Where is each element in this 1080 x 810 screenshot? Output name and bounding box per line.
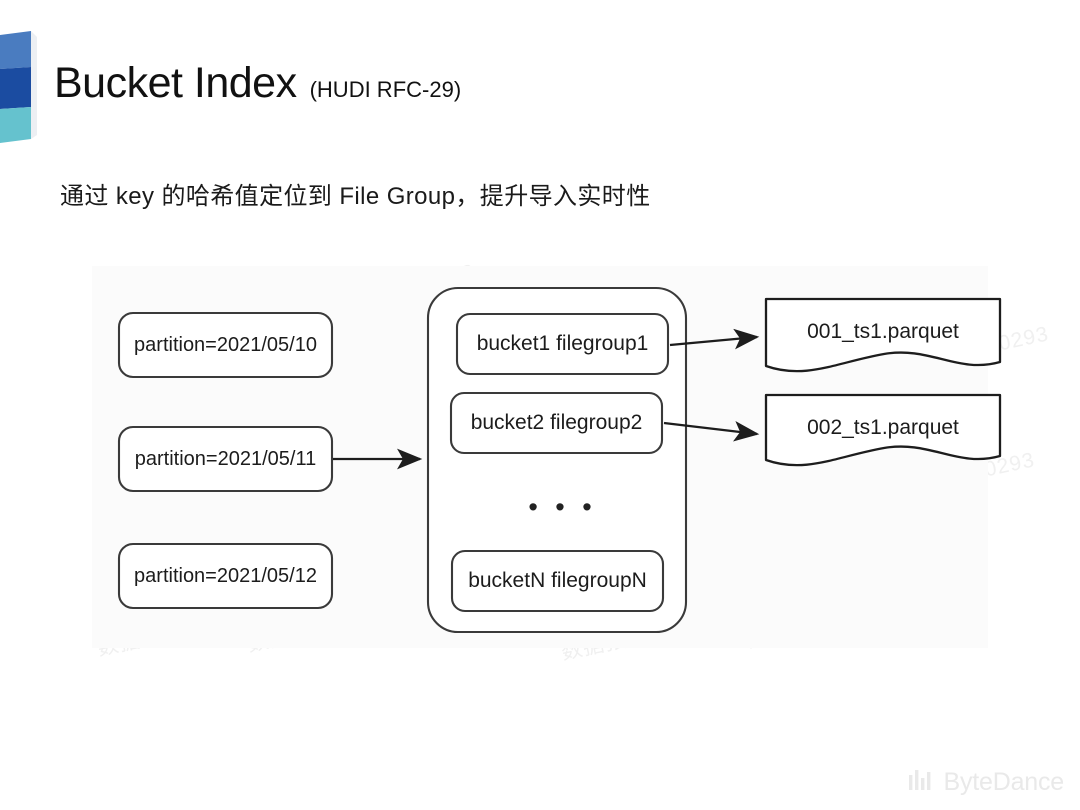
brand-accent-bar <box>0 31 42 143</box>
partition-box-3[interactable]: partition=2021/05/12 <box>134 565 317 587</box>
bucket-ellipsis: • • • <box>528 492 597 522</box>
parquet-file-2[interactable]: 002_ts1.parquet <box>807 416 959 439</box>
page-title-main: Bucket Index <box>54 59 297 107</box>
bucket-box-1[interactable]: bucket1 filegroup1 <box>476 332 649 355</box>
partition-box-2[interactable]: partition=2021/05/11 <box>134 448 317 470</box>
partition-box-1[interactable]: partition=2021/05/10 <box>134 334 317 356</box>
bucket-box-2[interactable]: bucket2 filegroup2 <box>470 411 643 434</box>
bytedance-logo: ByteDance <box>908 767 1065 796</box>
bar-chart-icon <box>908 769 935 795</box>
page-title: Bucket Index (HUDI RFC-29) <box>54 62 461 105</box>
bucket-box-n[interactable]: bucketN filegroupN <box>468 569 647 592</box>
parquet-file-1[interactable]: 001_ts1.parquet <box>807 320 959 343</box>
page-title-subnote: (HUDI RFC-29) <box>309 77 462 102</box>
slide-subtitle: 通过 key 的哈希值定位到 File Group，提升导入实时性 <box>60 183 651 210</box>
bytedance-wordmark: ByteDance <box>943 767 1065 796</box>
